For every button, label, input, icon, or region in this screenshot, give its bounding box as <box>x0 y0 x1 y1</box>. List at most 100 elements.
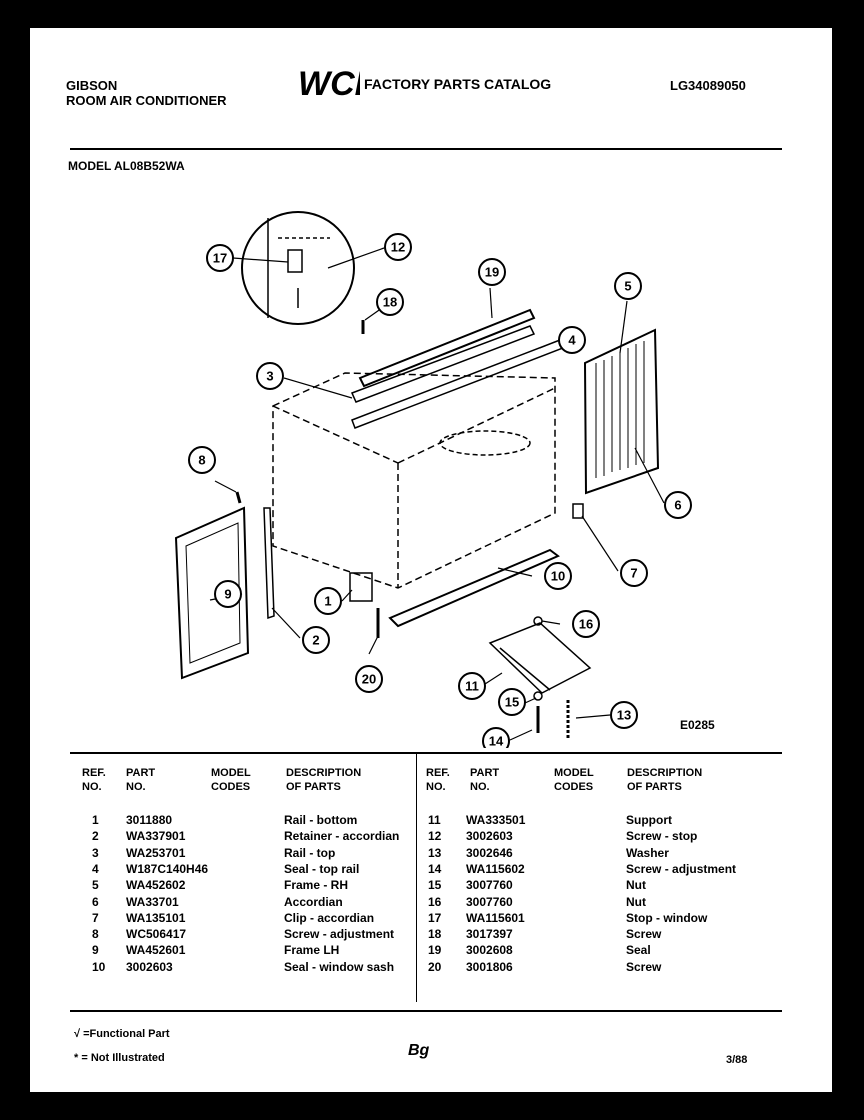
parts-row-desc: Screw - adjustment <box>284 927 395 942</box>
parts-row-desc: Screw - adjustment <box>626 861 737 876</box>
svg-text:10: 10 <box>551 569 565 584</box>
svg-text:15: 15 <box>505 695 519 710</box>
table-divider <box>70 752 782 754</box>
svg-text:1: 1 <box>324 594 331 609</box>
parts-row-desc: Frame LH <box>284 943 340 958</box>
model-number: MODEL AL08B52WA <box>68 159 185 173</box>
header-ref: REF.NO. <box>82 767 106 793</box>
parts-row-ref: 5 <box>92 878 99 893</box>
callout-20: 20 <box>355 665 383 693</box>
parts-row-ref: 16 <box>428 894 442 909</box>
svg-text:17: 17 <box>213 251 227 266</box>
callout-14: 14 <box>482 727 510 749</box>
top-rail <box>350 325 536 403</box>
top-rail-seal <box>358 308 536 388</box>
parts-row-ref: 10 <box>92 959 106 974</box>
svg-text:2: 2 <box>312 633 319 648</box>
svg-text:11: 11 <box>465 679 479 694</box>
parts-row-part: WA115601 <box>466 910 525 925</box>
callout-13: 13 <box>610 701 638 729</box>
page-number: Bg <box>408 1042 430 1059</box>
bottom-rail <box>388 548 560 628</box>
not-illustrated-note: * = Not Illustrated <box>74 1052 165 1064</box>
callout-19: 19 <box>478 258 506 286</box>
svg-text:14: 14 <box>489 734 504 749</box>
right-frame <box>583 328 660 495</box>
parts-row-desc: Accordian <box>284 894 343 909</box>
parts-row-part: WA115602 <box>466 861 525 876</box>
parts-row-desc: Screw <box>626 959 662 974</box>
parts-row-ref: 20 <box>428 959 442 974</box>
exploded-parts-diagram: 17 12 18 19 4 3 5 6 7 8 9 10 1 2 20 16 1… <box>174 211 692 749</box>
parts-row-ref: 19 <box>428 943 442 958</box>
parts-row-ref: 15 <box>428 878 442 893</box>
svg-text:16: 16 <box>579 617 593 632</box>
parts-row-part: 3017397 <box>466 927 513 942</box>
parts-row-desc: Support <box>626 813 672 827</box>
table-column-divider <box>416 754 417 1002</box>
catalog-date: 3/88 <box>726 1054 748 1066</box>
callout-12: 12 <box>384 233 412 261</box>
parts-row-ref: 17 <box>428 910 442 925</box>
parts-row-part: WA33701 <box>126 894 179 909</box>
callout-8: 8 <box>188 446 216 474</box>
parts-row-ref: 9 <box>92 943 99 958</box>
brand-name: GIBSON <box>66 78 118 93</box>
svg-text:13: 13 <box>617 708 631 723</box>
wci-logo: WCI <box>298 65 360 102</box>
parts-row-part: 3011880 <box>126 813 173 827</box>
accordion-clip <box>572 503 584 519</box>
callout-5: 5 <box>614 272 642 300</box>
parts-row-desc: Retainer - accordian <box>284 829 400 844</box>
callout-16: 16 <box>572 610 600 638</box>
parts-row-desc: Rail - bottom <box>284 813 358 827</box>
parts-row-desc: Nut <box>626 894 646 909</box>
callout-9: 9 <box>214 580 242 608</box>
callout-2: 2 <box>302 626 330 654</box>
svg-text:6: 6 <box>674 498 681 513</box>
svg-text:19: 19 <box>485 265 499 280</box>
callout-4: 4 <box>558 326 586 354</box>
parts-row-part: 3002646 <box>466 845 513 860</box>
mount-block <box>349 572 373 602</box>
parts-row-part: WA135101 <box>126 910 186 925</box>
parts-row-ref: 11 <box>428 813 441 827</box>
header-ref-2: REF.NO. <box>426 767 450 793</box>
parts-row-part: 3007760 <box>466 894 513 909</box>
parts-row-desc: Clip - accordian <box>284 910 375 925</box>
parts-row-part: 3007760 <box>466 878 513 893</box>
parts-row-part: 3002608 <box>466 943 513 958</box>
callout-7: 7 <box>620 559 648 587</box>
parts-row-desc: Nut <box>626 878 646 893</box>
svg-text:9: 9 <box>224 587 231 602</box>
callout-18: 18 <box>376 288 404 316</box>
parts-catalog-page: GIBSON ROOM AIR CONDITIONER WCI FACTORY … <box>30 28 832 1092</box>
parts-row-ref: 4 <box>92 861 99 876</box>
parts-row-ref: 8 <box>92 927 99 942</box>
parts-row-part: 3001806 <box>466 959 513 974</box>
svg-text:7: 7 <box>630 566 637 581</box>
catalog-number: LG34089050 <box>670 78 746 93</box>
svg-text:18: 18 <box>383 295 397 310</box>
svg-text:20: 20 <box>362 672 376 687</box>
parts-row-part: WA337901 <box>126 829 186 844</box>
callout-15: 15 <box>498 688 526 716</box>
parts-row-desc: Seal <box>626 943 651 958</box>
functional-part-note: √ =Functional Part <box>74 1028 170 1040</box>
callout-17: 17 <box>206 244 234 272</box>
svg-text:5: 5 <box>624 279 631 294</box>
parts-row-ref: 6 <box>92 894 99 909</box>
parts-row-ref: 7 <box>92 910 99 925</box>
diagram-code: E0285 <box>680 718 715 732</box>
parts-row-ref: 12 <box>428 829 442 844</box>
callout-3: 3 <box>256 362 284 390</box>
callout-6: 6 <box>664 491 692 519</box>
parts-row-ref: 13 <box>428 845 442 860</box>
parts-row-part: WA452602 <box>126 878 186 893</box>
header-brand-block: GIBSON ROOM AIR CONDITIONER <box>66 78 227 108</box>
